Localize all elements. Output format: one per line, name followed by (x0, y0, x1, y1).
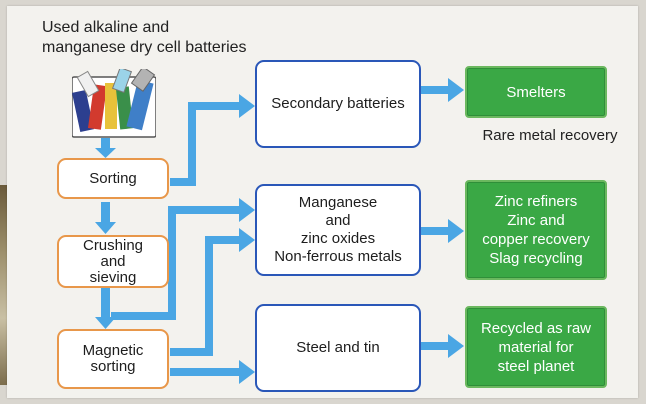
arrow-steel-to-recycled (420, 334, 464, 358)
arrow-batteries-to-sorting-head (95, 148, 116, 158)
arrow-magnetic-to-oxides (170, 228, 255, 356)
title-line-2: manganese dry cell batteries (42, 39, 247, 56)
arrow-oxides-to-zinc (420, 219, 464, 243)
process-magnetic-line-2: sorting (90, 358, 136, 375)
arrow-crushing-to-oxides (111, 198, 255, 320)
arrow-crushing-to-magnetic (101, 287, 110, 319)
arrow-secondary-to-smelters (420, 78, 464, 102)
process-crushing-line-2: and (100, 252, 126, 270)
flow-arrows (95, 78, 464, 384)
process-sorting-box: Sorting (57, 158, 169, 199)
arrow-sorting-to-secondary (170, 94, 255, 186)
material-secondary-label: Secondary batteries (271, 95, 405, 112)
smelters-caption: Rare metal recovery (482, 127, 618, 144)
material-oxides-line-3: zinc oxides (300, 230, 376, 247)
arrow-sorting-to-crushing (101, 202, 110, 224)
diagram-title: Used alkaline and manganese dry cell bat… (42, 18, 312, 58)
material-oxides-line-4: Non-ferrous metals (274, 248, 402, 265)
arrow-crushing-to-magnetic-head (95, 317, 116, 329)
destination-steel-line-3: steel planet (497, 357, 575, 375)
material-steel-label: Steel and tin (296, 339, 380, 356)
destination-zinc-line-1: Zinc refiners (494, 193, 578, 210)
destination-zinc-line-4: Slag recycling (489, 250, 583, 267)
material-steel-box: Steel and tin (255, 304, 421, 392)
process-crushing-line-3: sieving (89, 268, 137, 286)
destination-smelters-label: Smelters (506, 83, 566, 101)
arrow-magnetic-to-steel (170, 360, 255, 384)
background-edge (0, 185, 7, 385)
material-oxides-line-2: and (325, 212, 351, 229)
process-crushing-line-1: Crushing (82, 236, 144, 254)
process-crushing-box: Crushing and sieving (57, 235, 169, 288)
diagram-page: Used alkaline and manganese dry cell bat… (7, 6, 638, 398)
title-line-1: Used alkaline and (42, 19, 170, 36)
destination-zinc-line-2: Zinc and (507, 212, 565, 229)
material-oxides-box: Manganese and zinc oxides Non-ferrous me… (255, 184, 421, 276)
arrow-sorting-to-crushing-head (95, 222, 116, 234)
destination-steel-line-2: material for (498, 338, 574, 356)
arrow-batteries-to-sorting (101, 138, 110, 150)
process-sorting-label: Sorting (89, 169, 137, 187)
process-magnetic-box: Magnetic sorting (57, 329, 169, 389)
destination-steel-box: Recycled as raw material for steel plane… (465, 306, 607, 388)
material-secondary-box: Secondary batteries (255, 60, 421, 148)
destination-steel-line-1: Recycled as raw (480, 319, 592, 337)
battery-pile-icon (72, 69, 156, 138)
material-oxides-line-1: Manganese (298, 194, 378, 211)
destination-zinc-box: Zinc refiners Zinc and copper recovery S… (465, 180, 607, 280)
process-magnetic-line-1: Magnetic (82, 342, 144, 359)
destination-smelters-box: Smelters (465, 66, 607, 118)
destination-zinc-line-3: copper recovery (482, 231, 590, 248)
